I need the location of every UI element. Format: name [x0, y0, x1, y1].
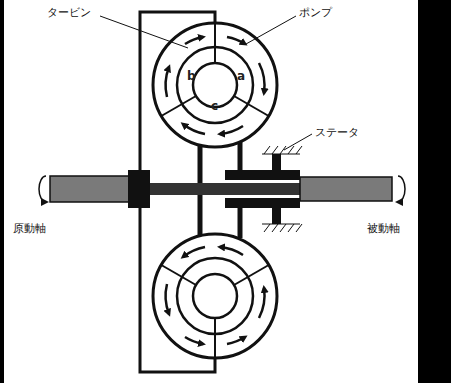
upper-torus	[214, 23, 216, 63]
upper-torus	[220, 126, 243, 134]
ground-hatch	[280, 146, 286, 154]
upper-torus	[227, 37, 245, 44]
lower-torus	[161, 265, 196, 285]
stator-sleeve	[225, 170, 300, 180]
ground-hatch	[264, 224, 270, 232]
upper-torus	[185, 37, 203, 44]
output-shaft	[300, 177, 392, 201]
input-shaft	[50, 170, 150, 208]
ground-hatch	[288, 224, 294, 232]
turbine-hub-links	[238, 208, 243, 238]
upper-torus	[166, 37, 265, 134]
lower-torus	[193, 274, 237, 318]
lower-torus	[166, 284, 169, 314]
ground-hatch	[280, 224, 286, 232]
stator-sleeve	[225, 154, 300, 224]
part-label: ステータ	[314, 126, 360, 139]
lower-torus	[214, 318, 216, 358]
turbine-hub-links	[238, 142, 243, 170]
lower-torus	[166, 247, 265, 344]
shaft-label: 被動軸	[366, 222, 401, 235]
ground-hatch	[272, 224, 278, 232]
lower-torus	[259, 288, 265, 318]
section-letter: b	[186, 70, 197, 83]
edge-bars	[418, 0, 451, 383]
upper-torus	[161, 96, 196, 116]
ground-hatch	[262, 146, 302, 232]
leader-line	[100, 16, 312, 150]
stator-sleeve	[272, 154, 281, 170]
leader-line	[284, 134, 312, 150]
upper-torus	[259, 63, 265, 93]
lower-torus	[220, 247, 243, 255]
ground-hatch	[296, 224, 302, 232]
lower-torus	[185, 337, 203, 344]
shaft-label: 原動軸	[12, 222, 47, 235]
lower-torus	[227, 337, 245, 344]
lower-torus	[183, 247, 205, 257]
turbine-hub-links	[200, 140, 240, 241]
ground-hatch	[296, 146, 302, 154]
part-label: ポンプ	[298, 6, 333, 19]
upper-torus	[166, 67, 169, 97]
rotation-symbol	[39, 176, 405, 202]
stator-sleeve	[225, 198, 300, 208]
section-letter: c	[210, 100, 219, 113]
rotation-symbol	[39, 176, 46, 202]
input-shaft	[50, 176, 130, 202]
section-letter: a	[236, 70, 246, 83]
edge-bars	[0, 0, 4, 383]
stator-sleeve	[272, 208, 281, 224]
upper-torus	[234, 96, 269, 116]
ground-hatch	[272, 146, 278, 154]
ground-hatch	[262, 154, 300, 155]
rotation-symbol	[398, 176, 405, 202]
output-shaft	[150, 177, 392, 201]
part-label: タービン	[46, 6, 92, 19]
input-shaft	[128, 170, 150, 208]
leader-line	[246, 16, 296, 44]
lower-torus	[153, 234, 277, 358]
lower-torus	[153, 234, 277, 358]
ground-hatch	[264, 146, 270, 154]
leader-line	[100, 16, 188, 48]
upper-torus	[183, 124, 205, 134]
lower-torus	[234, 265, 269, 285]
